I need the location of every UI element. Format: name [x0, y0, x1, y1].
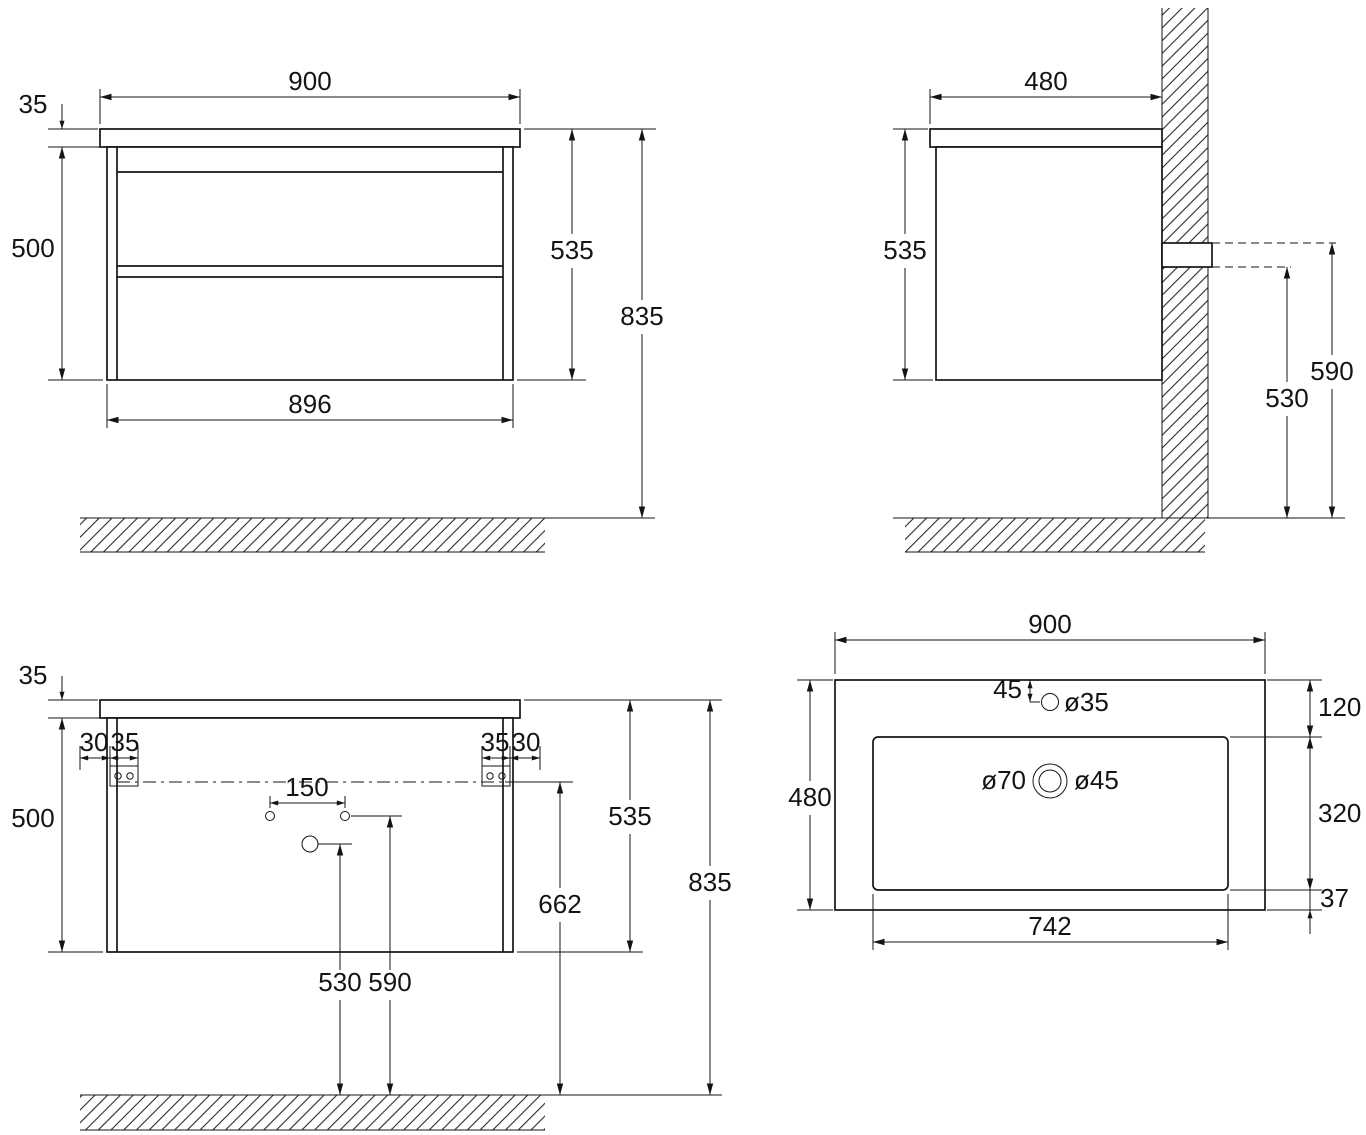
dim-front-install-height: 835 — [620, 301, 663, 331]
front-view: 900 35 500 535 835 896 — [11, 66, 664, 553]
dim-left-edge-offset: 30 — [80, 727, 109, 757]
dim-right-edge-offset: 30 — [512, 727, 541, 757]
dim-front-top-thickness: 35 — [19, 89, 48, 119]
front-cabinet — [99, 128, 521, 381]
dim-front-top-thickness-group: 35 — [19, 89, 104, 148]
dim-fixing-install-height: 835 — [688, 867, 731, 897]
fixing-floor — [80, 1094, 722, 1131]
floor-hatch — [80, 1095, 545, 1130]
side-cabinet-body — [935, 146, 1163, 381]
dim-side-depth-group: 480 — [929, 66, 1163, 124]
dim-fixing-body-height: 500 — [11, 803, 54, 833]
dim-front-body-width: 896 — [288, 389, 331, 419]
dim-bowl-width-group: 742 — [872, 894, 1229, 950]
basin-top-view: 900 45 ø35 120 480 ø70 ø45 320 — [788, 609, 1361, 950]
side-view: 480 535 590 530 — [883, 8, 1354, 553]
dim-basin-depth-group: 480 — [788, 679, 833, 911]
dim-front-install-height-group: 835 — [620, 129, 664, 518]
side-cabinet — [929, 128, 1163, 381]
fixing-cabinet — [99, 699, 521, 953]
dim-basin-width-group: 900 — [834, 609, 1266, 674]
front-cabinet-body — [106, 146, 514, 381]
dim-right-bracket-width: 35 — [481, 727, 510, 757]
label-tap-hole-dia: ø35 — [1064, 687, 1109, 717]
dim-rail-bottom-height: 530 — [1265, 383, 1308, 413]
dim-fixing-install-height-group: 835 — [688, 700, 732, 1095]
dim-front-rim-group: 37 — [1267, 883, 1349, 934]
dim-basin-width: 900 — [1028, 609, 1071, 639]
fixing-countertop — [99, 699, 521, 719]
dim-front-width-group: 900 — [99, 66, 521, 124]
wall-rail-group — [1161, 242, 1336, 268]
dim-tap-hole-offset: 45 — [993, 674, 1022, 704]
mounting-bracket-right — [481, 765, 511, 787]
dim-bowl-depth-group: 320 — [1230, 737, 1361, 891]
dim-rail-top-height: 590 — [1310, 356, 1353, 386]
dim-fixing-height-group: 535 — [517, 699, 722, 953]
dim-front-height: 535 — [550, 235, 593, 265]
dim-rail-height-group: 662 — [505, 781, 582, 1095]
dim-tap-hole-offset-group: 45 — [993, 674, 1040, 704]
dim-side-depth: 480 — [1024, 66, 1067, 96]
dim-side-height-group: 535 — [883, 128, 933, 381]
tap-hole-right — [340, 811, 350, 821]
tap-hole-left — [265, 811, 275, 821]
dim-rail-height: 662 — [538, 889, 581, 919]
dim-front-body-width-group: 896 — [106, 384, 514, 428]
mounting-bracket-left — [109, 765, 139, 787]
fixing-view: 35 500 30 35 35 30 — [11, 660, 732, 1131]
tap-hole — [1041, 693, 1059, 711]
dim-front-body-height: 500 — [11, 233, 54, 263]
drain-hole-outer — [1032, 763, 1068, 799]
dim-fixing-height: 535 — [608, 801, 651, 831]
dim-tap-hole-spacing-group: 150 — [269, 772, 346, 808]
dim-bracket-right-group: 35 30 — [481, 727, 541, 770]
label-drain-dia-outer: ø70 — [981, 765, 1026, 795]
dim-fixing-body-height-group: 500 — [11, 718, 103, 953]
floor-hatch — [80, 518, 545, 552]
dim-drain-hole-height: 530 — [318, 967, 361, 997]
drain-hole-inner — [1038, 769, 1062, 793]
dim-fixing-top-thickness-group: 35 — [19, 660, 104, 719]
dim-rail-bottom-height-group: 530 — [1265, 267, 1309, 518]
dim-bowl-depth: 320 — [1318, 798, 1361, 828]
dim-front-height-group: 535 — [517, 128, 656, 381]
label-drain-dia-inner: ø45 — [1074, 765, 1119, 795]
dim-tap-hole-spacing: 150 — [285, 772, 328, 802]
dim-front-width: 900 — [288, 66, 331, 96]
dim-rail-top-height-group: 590 — [1310, 243, 1354, 518]
dim-front-body-height-group: 500 — [11, 147, 103, 381]
front-floor — [80, 517, 655, 553]
dim-drain-hole-height-group: 530 — [318, 843, 362, 1095]
dim-tap-hole-height-group: 590 — [351, 815, 412, 1095]
dim-bracket-left-group: 30 35 — [79, 727, 140, 770]
dim-bowl-width: 742 — [1028, 911, 1071, 941]
side-countertop — [929, 128, 1163, 148]
dim-basin-depth: 480 — [788, 782, 831, 812]
floor-hatch — [905, 518, 1205, 552]
fixing-cabinet-body — [106, 717, 514, 953]
wall-rail — [1161, 242, 1213, 268]
side-floor — [893, 517, 1345, 553]
basin-bowl — [872, 736, 1229, 891]
dim-fixing-top-thickness: 35 — [19, 660, 48, 690]
dim-back-rim-group: 120 — [1230, 679, 1361, 738]
dim-front-rim: 37 — [1320, 883, 1349, 913]
dim-left-bracket-width: 35 — [111, 727, 140, 757]
dim-tap-hole-height: 590 — [368, 967, 411, 997]
dim-back-rim: 120 — [1318, 692, 1361, 722]
dim-side-height: 535 — [883, 235, 926, 265]
front-countertop — [99, 128, 521, 148]
